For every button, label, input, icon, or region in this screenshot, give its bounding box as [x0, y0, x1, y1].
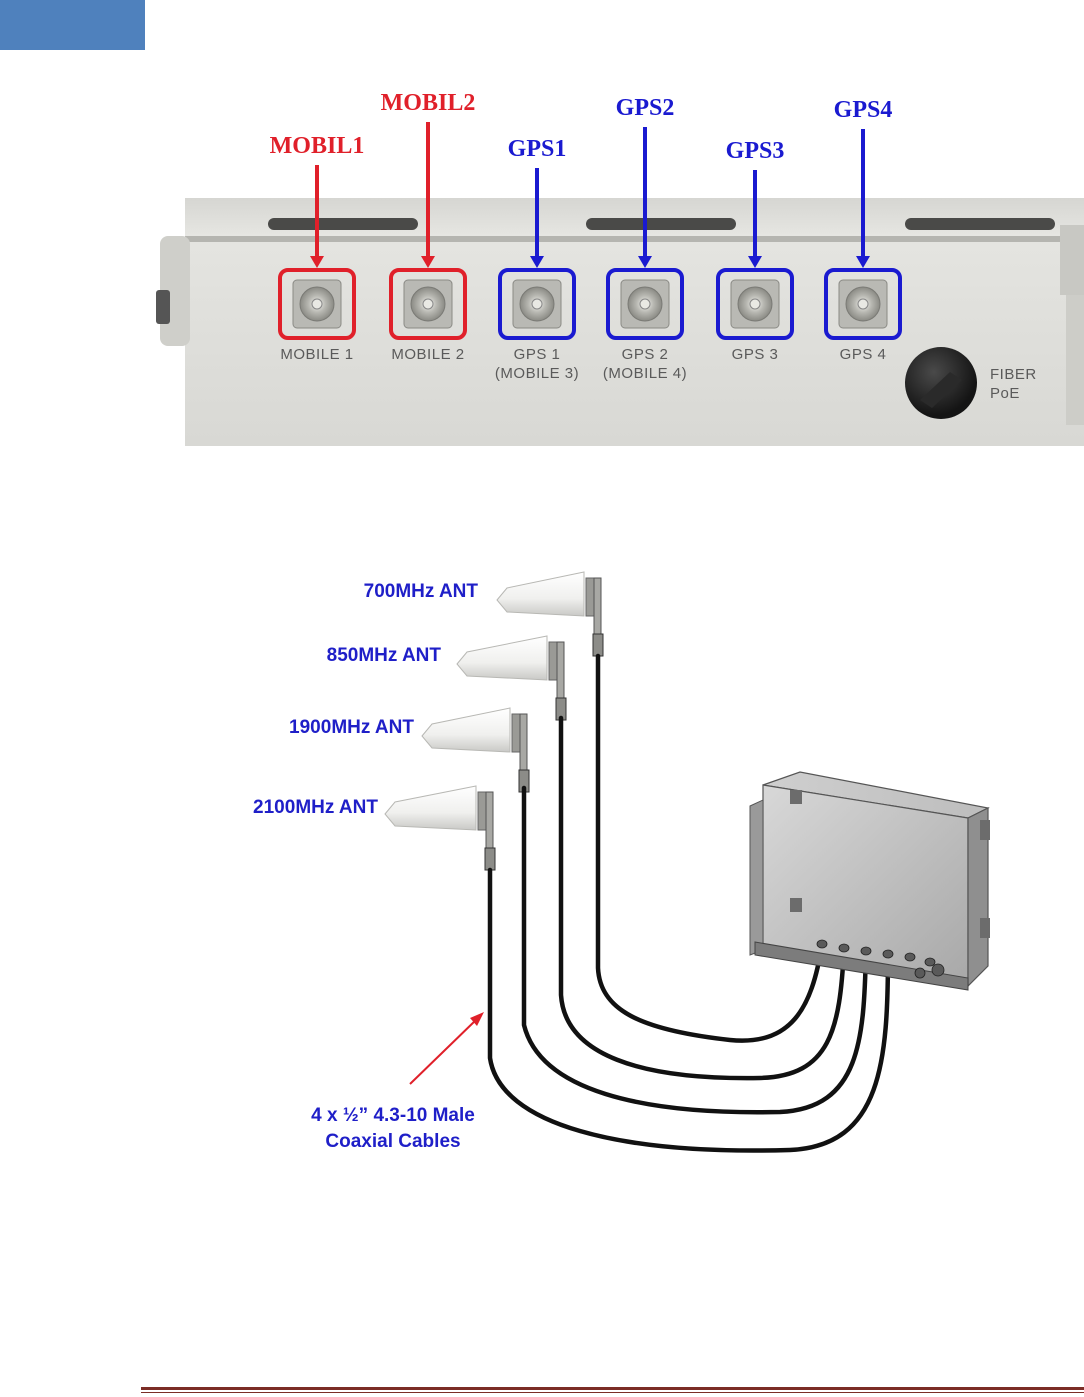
antenna-label-700: 700MHz ANT — [278, 581, 478, 603]
antenna-wiring-diagram — [0, 540, 1084, 1180]
fiber-gland — [932, 964, 944, 976]
repeater-enclosure — [750, 772, 990, 990]
coax-cable-note-line2: Coaxial Cables — [282, 1129, 504, 1155]
antenna-mast — [486, 792, 493, 848]
antenna-radome — [422, 708, 510, 752]
antenna-mast — [557, 642, 564, 698]
callout-label: GPS3 — [685, 138, 825, 165]
side-rail — [1066, 295, 1084, 425]
port-connector — [839, 944, 849, 952]
latch — [980, 918, 990, 938]
antenna-radome — [457, 636, 547, 680]
side-hinge — [1060, 225, 1084, 295]
enclosure-lid — [185, 198, 1084, 236]
antenna-mast — [594, 578, 601, 634]
port-connector — [817, 940, 827, 948]
antenna-3 — [422, 708, 529, 792]
footer-rule — [141, 1387, 1084, 1390]
coax-cable-note: 4 x ½” 4.3-10 Male Coaxial Cables — [282, 1103, 504, 1155]
port-connector — [925, 958, 935, 966]
callout-label: MOBIL1 — [247, 133, 387, 160]
port-connector — [861, 947, 871, 955]
footer-rule-thin — [141, 1392, 1084, 1393]
connector-pin — [532, 299, 542, 309]
cable-pointer-arrow — [410, 1012, 484, 1084]
antenna-mast — [520, 714, 527, 770]
fiber-label-line1: FIBER — [990, 365, 1037, 384]
antenna-radome — [497, 572, 584, 616]
antenna-label-2100: 2100MHz ANT — [178, 797, 378, 819]
connector-pin — [312, 299, 322, 309]
lid-vent-slot — [268, 218, 418, 230]
antenna-radome — [385, 786, 476, 830]
enclosure-ports-photo — [0, 0, 1084, 460]
port-label: GPS 4 — [793, 345, 933, 364]
callout-label: MOBIL2 — [358, 90, 498, 117]
fiber-gland — [915, 968, 925, 978]
connector-pin — [750, 299, 760, 309]
port-connector — [883, 950, 893, 958]
antenna-label-1900: 1900MHz ANT — [214, 717, 414, 739]
side-latch — [156, 290, 170, 324]
antenna-connector — [593, 634, 603, 656]
lid-vent-slot — [586, 218, 736, 230]
port-label-sub: (MOBILE 4) — [575, 364, 715, 383]
fiber-label: FIBER PoE — [990, 365, 1037, 403]
enclosure-mount-bracket — [750, 800, 763, 955]
connector-pin — [640, 299, 650, 309]
lid-seam — [185, 236, 1084, 242]
callout-label: GPS1 — [467, 136, 607, 163]
antenna-connector — [485, 848, 495, 870]
callout-label: GPS4 — [793, 97, 933, 124]
fiber-label-line2: PoE — [990, 384, 1037, 403]
coax-cable-note-line1: 4 x ½” 4.3-10 Male — [282, 1103, 504, 1129]
callout-label: GPS2 — [575, 95, 715, 122]
connector-pin — [423, 299, 433, 309]
port-label-name: GPS 4 — [793, 345, 933, 364]
antenna-4 — [385, 786, 495, 870]
hinge — [790, 790, 802, 804]
hinge — [790, 898, 802, 912]
antenna-2 — [457, 636, 566, 720]
connector-pin — [858, 299, 868, 309]
latch — [980, 820, 990, 840]
port-connector — [905, 953, 915, 961]
lid-vent-slot — [905, 218, 1055, 230]
antenna-label-850: 850MHz ANT — [241, 645, 441, 667]
